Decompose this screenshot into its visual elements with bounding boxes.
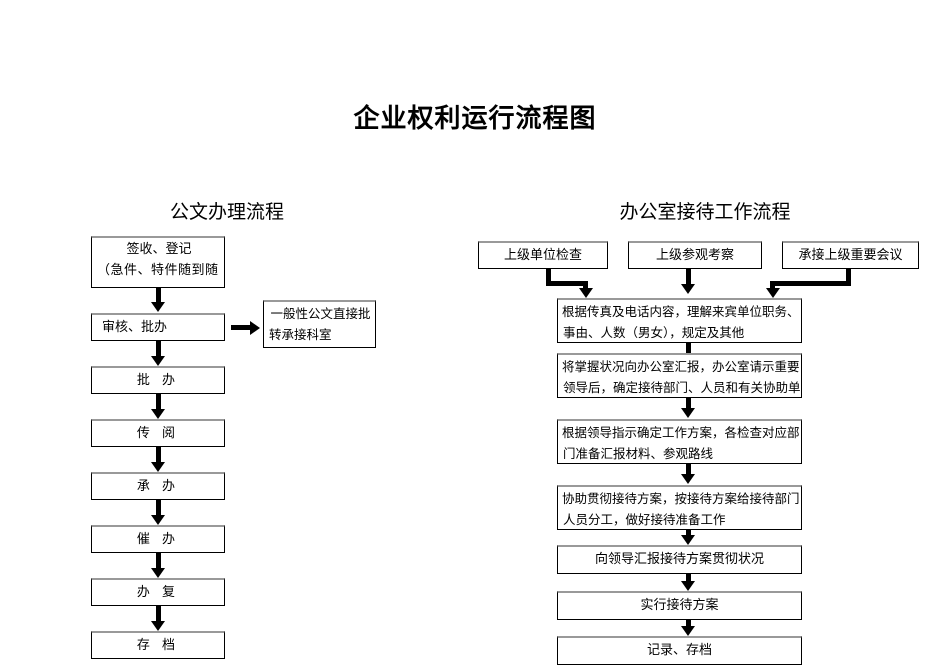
node-right-input-2-label: 上级参观考察 [655,247,734,263]
node-left-branch[interactable]: 一般性公文直接批 转承接科室 [263,300,376,348]
node-right-input-1[interactable]: 上级单位检查 [478,241,608,269]
node-right-7-label: 记录、存档 [646,643,712,658]
node-right-3-line2: 门准备汇报材料、参观路线 [563,446,714,461]
node-left-1[interactable]: 签收、登记 （急件、特件随到随 [91,236,225,288]
node-right-1[interactable]: 根据传真及电话内容，理解来宾单位职务、 事由、人数（男女），规定及其他 [557,298,802,343]
node-left-6-label: 催 办 [136,531,180,547]
node-left-3[interactable]: 批 办 [91,366,225,394]
node-right-2-line2: 领导后，确定接待部门、人员和有关协助单 [563,380,801,395]
arrow-left-2-to-branch [231,320,260,335]
node-right-input-2[interactable]: 上级参观考察 [628,241,762,269]
node-left-5-label: 承 办 [136,478,180,494]
node-left-5[interactable]: 承 办 [91,472,225,500]
node-right-4-line1: 协助贯彻接待方案，按接待方案给接待部门 [562,491,800,506]
node-right-2-line1: 将掌握状况向办公室汇报，办公室请示重要 [562,359,800,374]
node-left-1-line2: （急件、特件随到随 [97,263,219,278]
node-left-branch-line2: 转承接科室 [269,327,332,342]
connector-input-1-vert [546,269,551,286]
connector-input-3-horiz [770,281,851,286]
right-column-title: 办公室接待工作流程 [619,201,791,223]
node-right-5-label: 向领导汇报接待方案贯彻状况 [594,552,764,567]
node-left-2-label: 审核、批办 [102,319,168,335]
node-left-7[interactable]: 办 复 [91,578,225,606]
connector-input-1-drop [583,281,588,290]
node-right-3-line1: 根据领导指示确定工作方案，各检查对应部 [562,425,800,440]
node-right-input-3[interactable]: 承接上级重要会议 [782,241,919,269]
left-column-title: 公文办理流程 [169,201,284,223]
node-right-1-line1: 根据传真及电话内容，理解来宾单位职务、 [562,304,800,319]
node-right-4[interactable]: 协助贯彻接待方案，按接待方案给接待部门 人员分工，做好接待准备工作 [557,485,802,530]
page-title: 企业权利运行流程图 [353,104,597,134]
node-right-input-1-label: 上级单位检查 [503,247,582,263]
node-left-4-label: 传 阅 [136,425,180,441]
node-left-1-line1: 签收、登记 [126,242,192,257]
node-left-8[interactable]: 存 档 [91,631,225,659]
node-left-3-label: 批 办 [136,372,180,388]
node-right-1-line2: 事由、人数（男女），规定及其他 [563,325,745,340]
node-left-branch-line1: 一般性公文直接批 [270,306,371,321]
node-left-4[interactable]: 传 阅 [91,419,225,447]
node-left-8-label: 存 档 [136,637,180,653]
connector-input-3-drop [770,281,775,290]
node-right-3[interactable]: 根据领导指示确定工作方案，各检查对应部 门准备汇报材料、参观路线 [557,419,802,464]
node-right-6-label: 实行接待方案 [640,598,719,613]
node-right-2[interactable]: 将掌握状况向办公室汇报，办公室请示重要 领导后，确定接待部门、人员和有关协助单 [557,353,802,398]
connector-input-3-vert [846,269,851,286]
node-right-input-3-label: 承接上级重要会议 [798,247,903,263]
connector-input-1-horiz [546,281,588,286]
node-left-6[interactable]: 催 办 [91,525,225,553]
node-right-5[interactable]: 向领导汇报接待方案贯彻状况 [557,545,802,574]
node-right-7[interactable]: 记录、存档 [557,636,802,665]
node-left-2[interactable]: 审核、批办 [91,313,225,341]
node-right-6[interactable]: 实行接待方案 [557,591,802,620]
node-right-4-line2: 人员分工，做好接待准备工作 [563,512,726,527]
node-left-7-label: 办 复 [136,584,180,600]
